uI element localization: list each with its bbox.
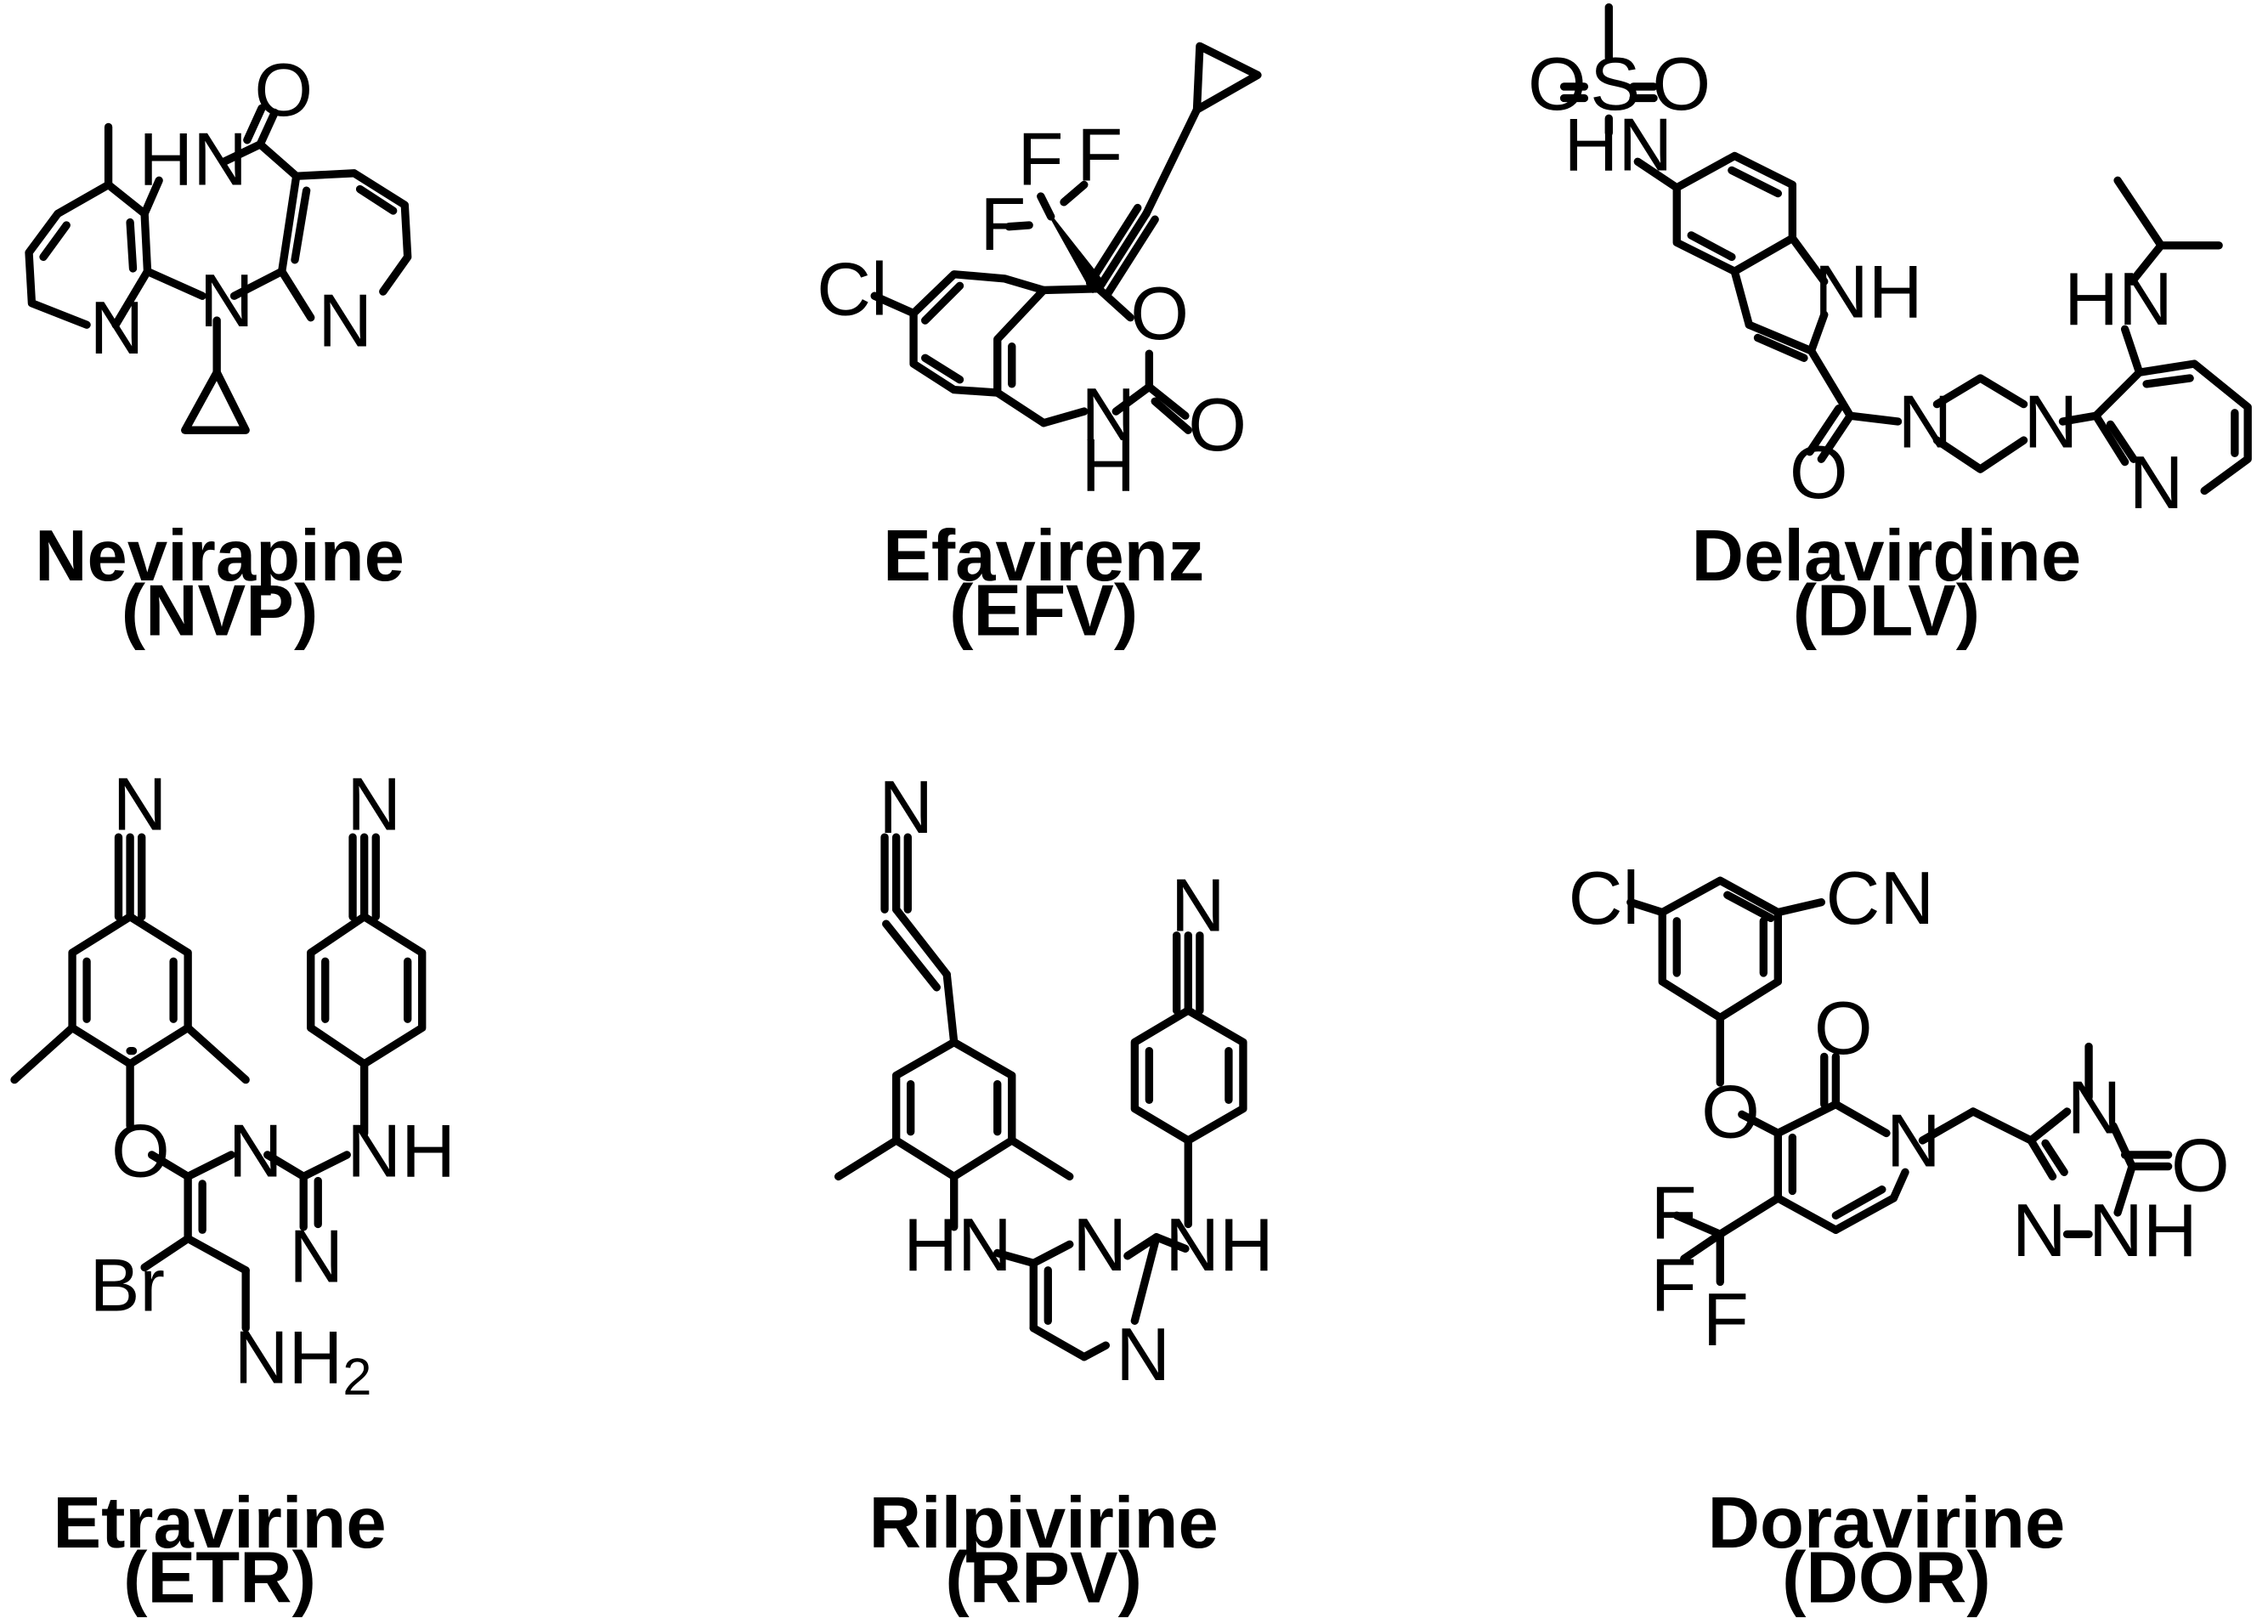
- amino-group-atom: NH2: [235, 1315, 372, 1406]
- carbonyl-oxygen-atom: O: [1790, 430, 1848, 514]
- pyridinone-nitrogen-atom: N: [1886, 1099, 1941, 1183]
- sulfur-atom: S: [1590, 42, 1640, 126]
- rilpivirine-name: Rilpivirine: [869, 1483, 1219, 1564]
- pyridine-nitrogen-atom: N: [2129, 440, 2184, 524]
- fluorine-atom: F: [1703, 1277, 1749, 1361]
- pyrimidine-nitrogen-atom: N: [1072, 1202, 1127, 1287]
- fluorine-atom: F: [980, 182, 1026, 266]
- ether-oxygen-atom: O: [1701, 1070, 1760, 1154]
- efavirenz-abbreviation: (EFV): [949, 570, 1138, 651]
- sulfonyl-oxygen-atom: O: [1652, 42, 1711, 126]
- amine-nh-atom: HN: [903, 1202, 1012, 1287]
- triazolone-nitrogen-atom: N: [2012, 1188, 2067, 1272]
- amine-nh-atom: NH: [347, 1108, 455, 1192]
- pyrimidine-nitrogen-atom: N: [229, 1108, 283, 1192]
- nitrile-nitrogen-atom: N: [113, 762, 167, 846]
- nevirapine-abbreviation: (NVP): [122, 570, 319, 651]
- indole-nh-atom: NH: [1814, 250, 1923, 334]
- triazolone-nitrogen-atom: N: [2067, 1066, 2122, 1150]
- chlorine-atom: Cl: [817, 246, 888, 331]
- fluorine-atom: F: [1651, 1242, 1697, 1327]
- ring-nitrogen-atom: N: [200, 258, 254, 342]
- etravirine-name: Etravirine: [53, 1483, 386, 1564]
- delavirdine-abbreviation: (DLV): [1793, 570, 1980, 651]
- nitrile-nitrogen-atom: N: [1171, 863, 1225, 948]
- nitrile-nitrogen-atom: N: [879, 765, 933, 849]
- carbonyl-oxygen-atom: O: [1188, 382, 1247, 467]
- triazolone-nh-atom: NH: [2089, 1188, 2197, 1272]
- chlorine-atom: Cl: [1569, 856, 1640, 940]
- nevirapine-name: Nevirapine: [35, 516, 404, 597]
- etravirine-structure: N N O N NH N Br NH2: [10, 762, 455, 1406]
- amide-nh-atom: HN: [139, 116, 247, 201]
- doravirine-structure: Cl CN O O N N O N NH F F F: [1569, 856, 2230, 1361]
- amine-nh-atom: HN: [2064, 257, 2173, 341]
- ether-oxygen-atom: O: [111, 1108, 170, 1192]
- bromine-atom: Br: [89, 1242, 164, 1327]
- pyrimidine-nitrogen-atom: N: [1116, 1312, 1170, 1396]
- doravirine-name: Doravirine: [1708, 1483, 2066, 1564]
- fluorine-atom: F: [1651, 1171, 1697, 1255]
- nitrile-group-atom: CN: [1825, 856, 1934, 940]
- pyrimidine-nitrogen-atom: N: [289, 1214, 343, 1298]
- sulfonamide-nh-atom: HN: [1564, 102, 1673, 186]
- delavirdine-name: Delavirdine: [1692, 516, 2081, 597]
- efavirenz-structure: F F F Cl O O N H: [817, 42, 1262, 507]
- carbonyl-oxygen-atom: O: [1814, 986, 1873, 1070]
- rilpivirine-structure: N N HN N NH N: [834, 765, 1274, 1396]
- delavirdine-structure: O S O HN NH HN N N O N: [1528, 3, 2252, 524]
- efavirenz-name: Efavirenz: [883, 516, 1204, 597]
- ring-nitrogen-atom: N: [1081, 372, 1135, 456]
- etravirine-abbreviation: (ETR): [123, 1538, 316, 1619]
- oxygen-atom: O: [254, 48, 313, 132]
- piperazine-nitrogen-atom: N: [2024, 380, 2079, 464]
- amine-nh-atom: NH: [1165, 1202, 1274, 1287]
- pyridine-nitrogen-atom: N: [318, 279, 372, 363]
- rilpivirine-abbreviation: (RPV): [945, 1538, 1142, 1619]
- doravirine-abbreviation: (DOR): [1782, 1538, 1991, 1619]
- sulfonyl-oxygen-atom: O: [1528, 42, 1586, 126]
- fluorine-atom: F: [1018, 116, 1064, 201]
- ring-nh-hydrogen: H: [1081, 423, 1135, 507]
- ring-oxygen-atom: O: [1130, 271, 1189, 355]
- fluorine-atom: F: [1077, 112, 1123, 196]
- triazolone-oxygen-atom: O: [2171, 1123, 2230, 1207]
- nitrile-nitrogen-atom: N: [347, 762, 401, 846]
- nevirapine-structure: O HN N N N: [25, 48, 412, 434]
- piperazine-nitrogen-atom: N: [1898, 380, 1953, 464]
- pyridine-nitrogen-atom: N: [89, 286, 144, 370]
